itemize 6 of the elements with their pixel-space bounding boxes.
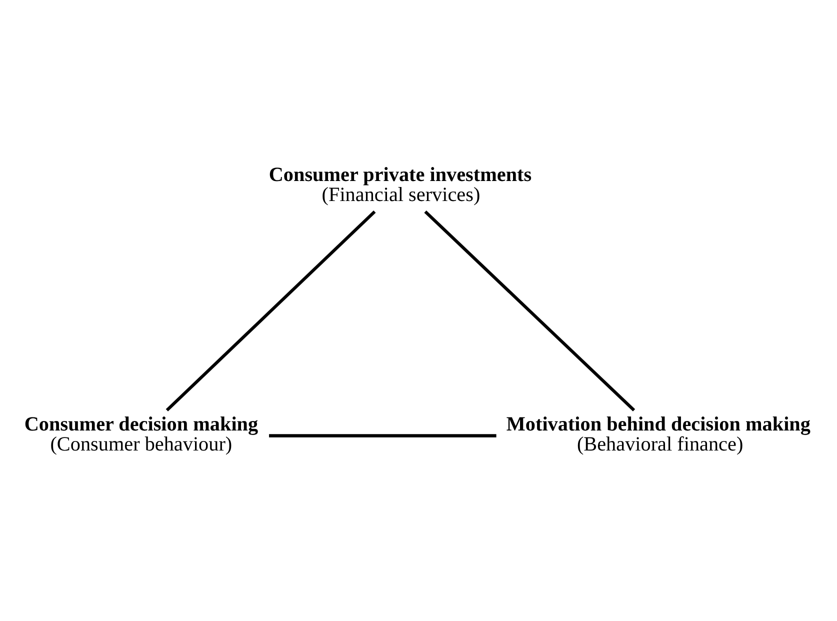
connector bbox=[269, 434, 496, 437]
node-text: Consumer decision making (Consumer behaviour) bbox=[24, 412, 258, 456]
connector bbox=[166, 210, 376, 411]
connector bbox=[424, 210, 636, 411]
node-text: Consumer private investments (Financial services) bbox=[268, 163, 532, 206]
node-text: Motivation behind decision making (Behavioral finance) bbox=[506, 412, 810, 456]
